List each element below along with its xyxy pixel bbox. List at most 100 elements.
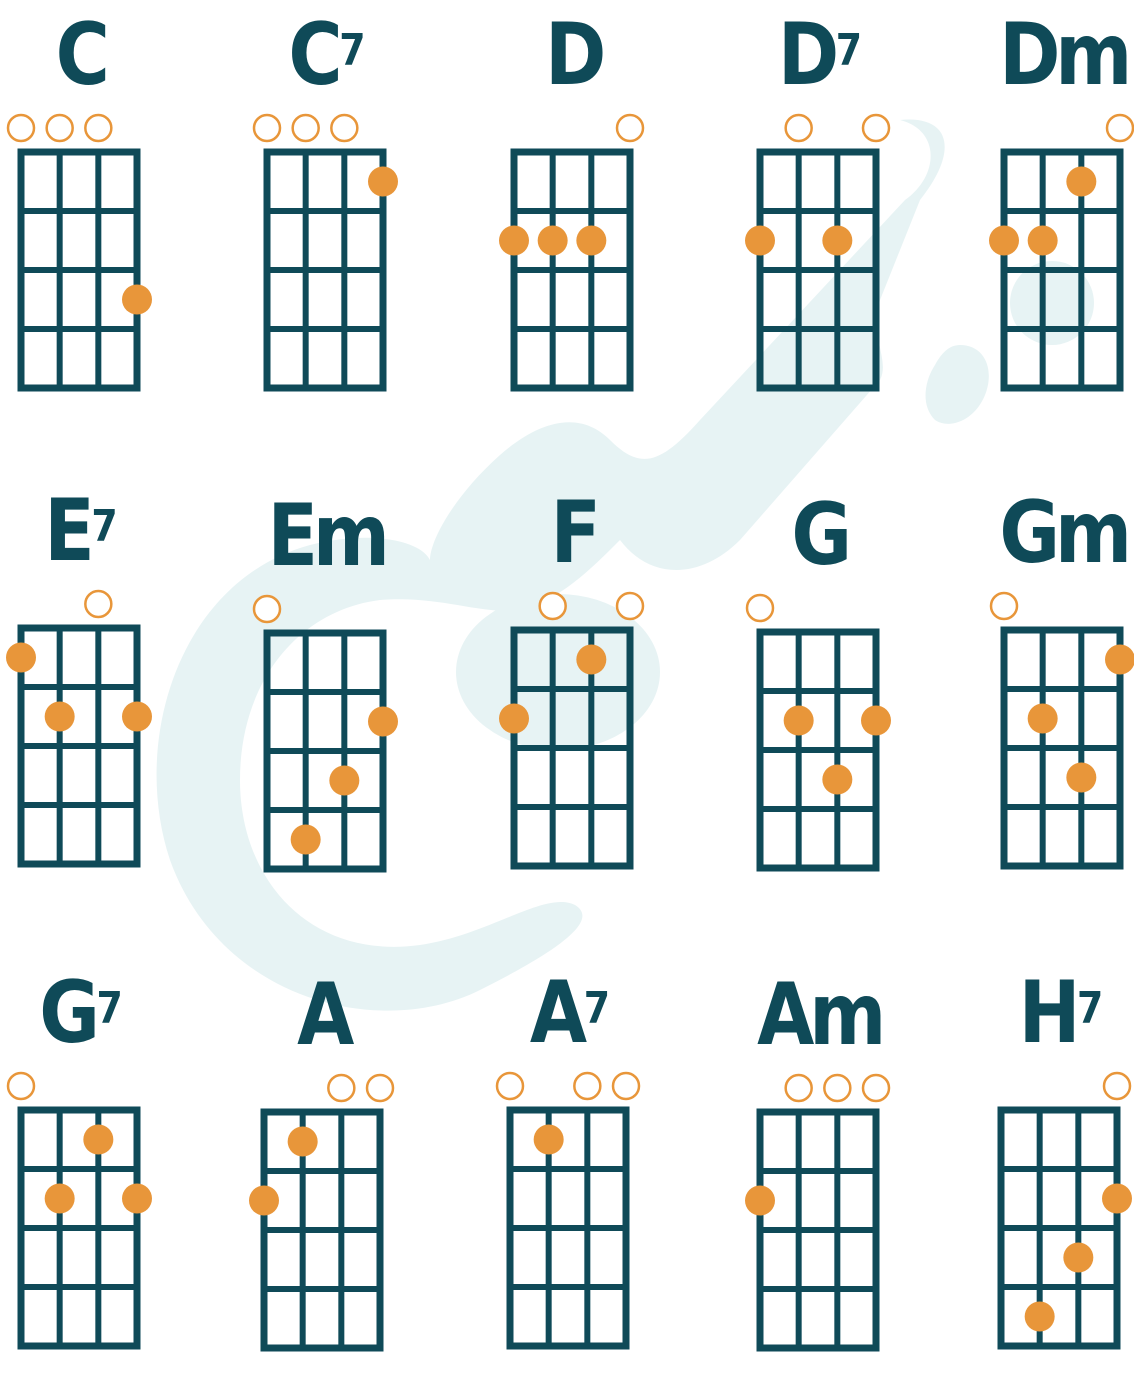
fretboard bbox=[234, 1062, 410, 1378]
chord-name: Gm bbox=[978, 490, 1134, 576]
open-string-marker bbox=[254, 115, 280, 141]
fretboard bbox=[971, 1060, 1134, 1376]
fretboard bbox=[480, 1060, 656, 1376]
chord-name: C7 bbox=[241, 12, 413, 98]
chord-name: G7 bbox=[0, 970, 167, 1056]
fretboard bbox=[484, 580, 660, 896]
finger-dot bbox=[989, 226, 1019, 256]
open-string-marker bbox=[574, 1073, 600, 1099]
finger-dot bbox=[122, 702, 152, 732]
open-string-marker bbox=[367, 1075, 393, 1101]
finger-dot bbox=[45, 1184, 75, 1214]
chord-name: G bbox=[734, 492, 906, 578]
finger-dot bbox=[822, 765, 852, 795]
open-string-marker bbox=[991, 593, 1017, 619]
finger-dot bbox=[122, 1184, 152, 1214]
fretboard bbox=[0, 102, 167, 418]
finger-dot bbox=[576, 226, 606, 256]
chord-name: C bbox=[0, 12, 167, 98]
chord-name-text: H bbox=[1019, 970, 1076, 1056]
finger-dot bbox=[1025, 1302, 1055, 1332]
chord-name: E7 bbox=[0, 488, 167, 574]
finger-dot bbox=[329, 766, 359, 796]
finger-dot bbox=[1066, 167, 1096, 197]
chord-name-text: G bbox=[791, 492, 847, 578]
finger-dot bbox=[745, 226, 775, 256]
open-string-marker bbox=[328, 1075, 354, 1101]
fretboard bbox=[974, 580, 1134, 896]
chord-name-sup: 7 bbox=[1077, 983, 1103, 1034]
chord-name-text: Am bbox=[757, 972, 881, 1058]
finger-dot bbox=[1102, 1184, 1132, 1214]
chord-name-text: D bbox=[778, 12, 834, 98]
fretboard bbox=[237, 102, 413, 418]
finger-dot bbox=[45, 702, 75, 732]
open-string-marker bbox=[786, 115, 812, 141]
chord-name-text: C bbox=[56, 12, 105, 98]
open-string-marker bbox=[617, 593, 643, 619]
chord-name-text: A bbox=[530, 970, 582, 1056]
open-string-marker bbox=[613, 1073, 639, 1099]
open-string-marker bbox=[331, 115, 357, 141]
chord-name: Em bbox=[241, 493, 413, 579]
open-string-marker bbox=[85, 591, 111, 617]
finger-dot bbox=[288, 1127, 318, 1157]
finger-dot bbox=[6, 643, 36, 673]
chord-name: H7 bbox=[975, 970, 1134, 1056]
chord-name: D bbox=[488, 12, 660, 98]
finger-dot bbox=[1063, 1243, 1093, 1273]
chord-name: A bbox=[238, 972, 410, 1058]
chord-name-text: D bbox=[545, 12, 601, 98]
chord-name-text: E bbox=[44, 488, 89, 574]
chord-name: D7 bbox=[734, 12, 906, 98]
open-string-marker bbox=[540, 593, 566, 619]
fretboard bbox=[0, 578, 167, 894]
finger-dot bbox=[499, 704, 529, 734]
finger-dot bbox=[368, 707, 398, 737]
finger-dot bbox=[534, 1125, 564, 1155]
chord-name-text: Gm bbox=[999, 490, 1126, 576]
finger-dot bbox=[1105, 645, 1134, 675]
chord-name-text: F bbox=[550, 490, 595, 576]
chord-name: Am bbox=[734, 972, 906, 1058]
finger-dot bbox=[291, 825, 321, 855]
chord-name-text: A bbox=[297, 972, 349, 1058]
finger-dot bbox=[249, 1186, 279, 1216]
open-string-marker bbox=[786, 1075, 812, 1101]
fretboard bbox=[0, 1060, 167, 1376]
open-string-marker bbox=[747, 595, 773, 621]
fretboard bbox=[237, 583, 413, 899]
chord-name-text: C bbox=[288, 12, 337, 98]
open-string-marker bbox=[47, 115, 73, 141]
open-string-marker bbox=[293, 115, 319, 141]
open-string-marker bbox=[1104, 1073, 1130, 1099]
finger-dot bbox=[1028, 226, 1058, 256]
chord-name-text: Em bbox=[267, 493, 384, 579]
fretboard bbox=[730, 1062, 906, 1378]
finger-dot bbox=[499, 226, 529, 256]
fretboard bbox=[730, 582, 906, 898]
open-string-marker bbox=[863, 1075, 889, 1101]
finger-dot bbox=[83, 1125, 113, 1155]
open-string-marker bbox=[8, 115, 34, 141]
chord-name: Dm bbox=[978, 12, 1134, 98]
finger-dot bbox=[1066, 763, 1096, 793]
finger-dot bbox=[1028, 704, 1058, 734]
finger-dot bbox=[368, 167, 398, 197]
fretboard bbox=[730, 102, 906, 418]
fretboard bbox=[484, 102, 660, 418]
open-string-marker bbox=[617, 115, 643, 141]
finger-dot bbox=[784, 706, 814, 736]
open-string-marker bbox=[85, 115, 111, 141]
open-string-marker bbox=[1107, 115, 1133, 141]
finger-dot bbox=[122, 285, 152, 315]
finger-dot bbox=[822, 226, 852, 256]
open-string-marker bbox=[497, 1073, 523, 1099]
open-string-marker bbox=[254, 596, 280, 622]
chord-name-sup: 7 bbox=[836, 25, 862, 76]
chord-name-text: G bbox=[39, 970, 95, 1056]
chord-name: A7 bbox=[484, 970, 656, 1056]
finger-dot bbox=[576, 645, 606, 675]
chord-name-text: Dm bbox=[999, 12, 1127, 98]
finger-dot bbox=[538, 226, 568, 256]
